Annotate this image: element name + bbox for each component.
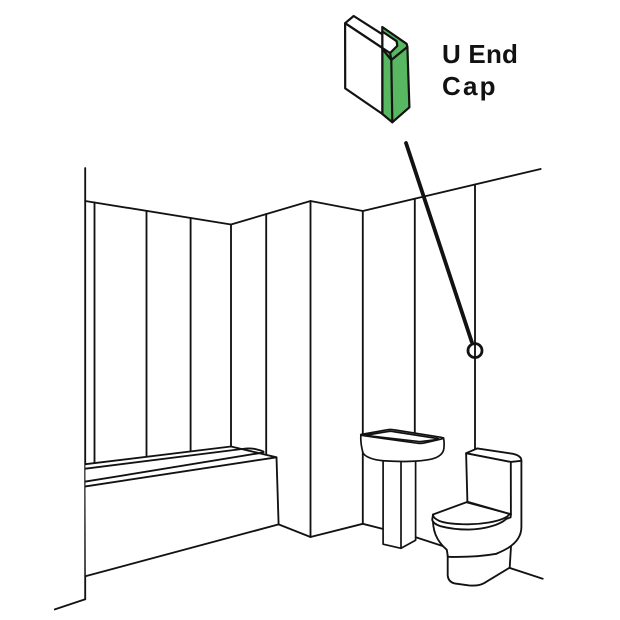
svg-text:U End: U End — [442, 39, 518, 69]
svg-text:Cap: Cap — [442, 71, 498, 101]
